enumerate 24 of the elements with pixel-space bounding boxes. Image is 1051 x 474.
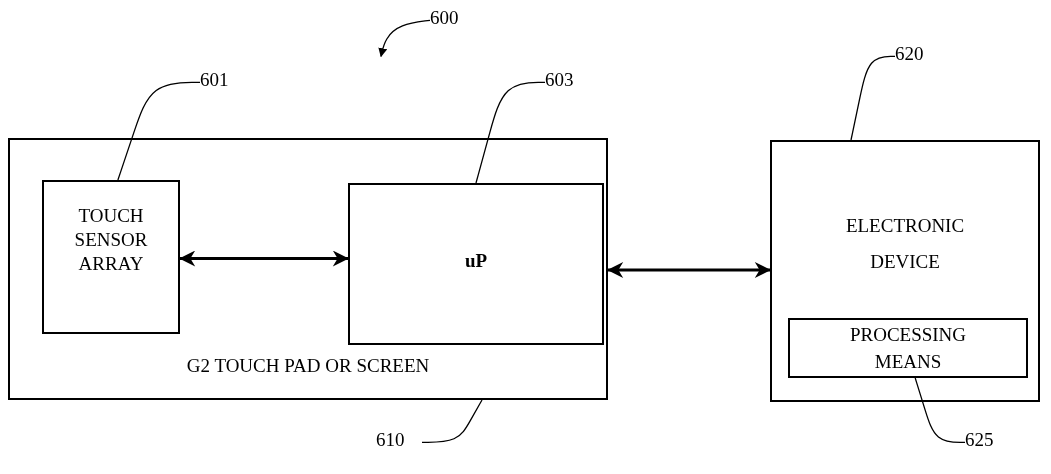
box-label: TOUCH SENSOR ARRAY <box>73 204 149 276</box>
leader-line <box>117 81 201 181</box>
component-box <box>788 318 1028 378</box>
leader-line <box>421 399 483 443</box>
double-arrow <box>179 250 349 267</box>
callout-number: 601 <box>200 68 246 94</box>
arrow <box>378 19 431 58</box>
block-box <box>8 138 608 400</box>
block-box <box>770 140 1040 402</box>
callout-number: 620 <box>895 42 941 68</box>
component-box <box>348 183 604 345</box>
leader-line <box>475 81 546 184</box>
double-arrow <box>607 262 771 278</box>
callout-number: 603 <box>545 68 591 94</box>
box-label: ELECTRONIC DEVICE <box>844 214 966 275</box>
callout-number: 600 <box>430 6 476 32</box>
callout-number: 610 <box>376 428 422 454</box>
box-label: uP <box>463 249 489 273</box>
component-box <box>42 180 180 334</box>
box-label: PROCESSING MEANS <box>848 323 968 374</box>
leader-line <box>850 55 896 141</box>
callout-number: 625 <box>965 428 1011 454</box>
leader-line <box>914 377 966 443</box>
block-title: G2 TOUCH PAD OR SCREEN <box>185 354 431 378</box>
